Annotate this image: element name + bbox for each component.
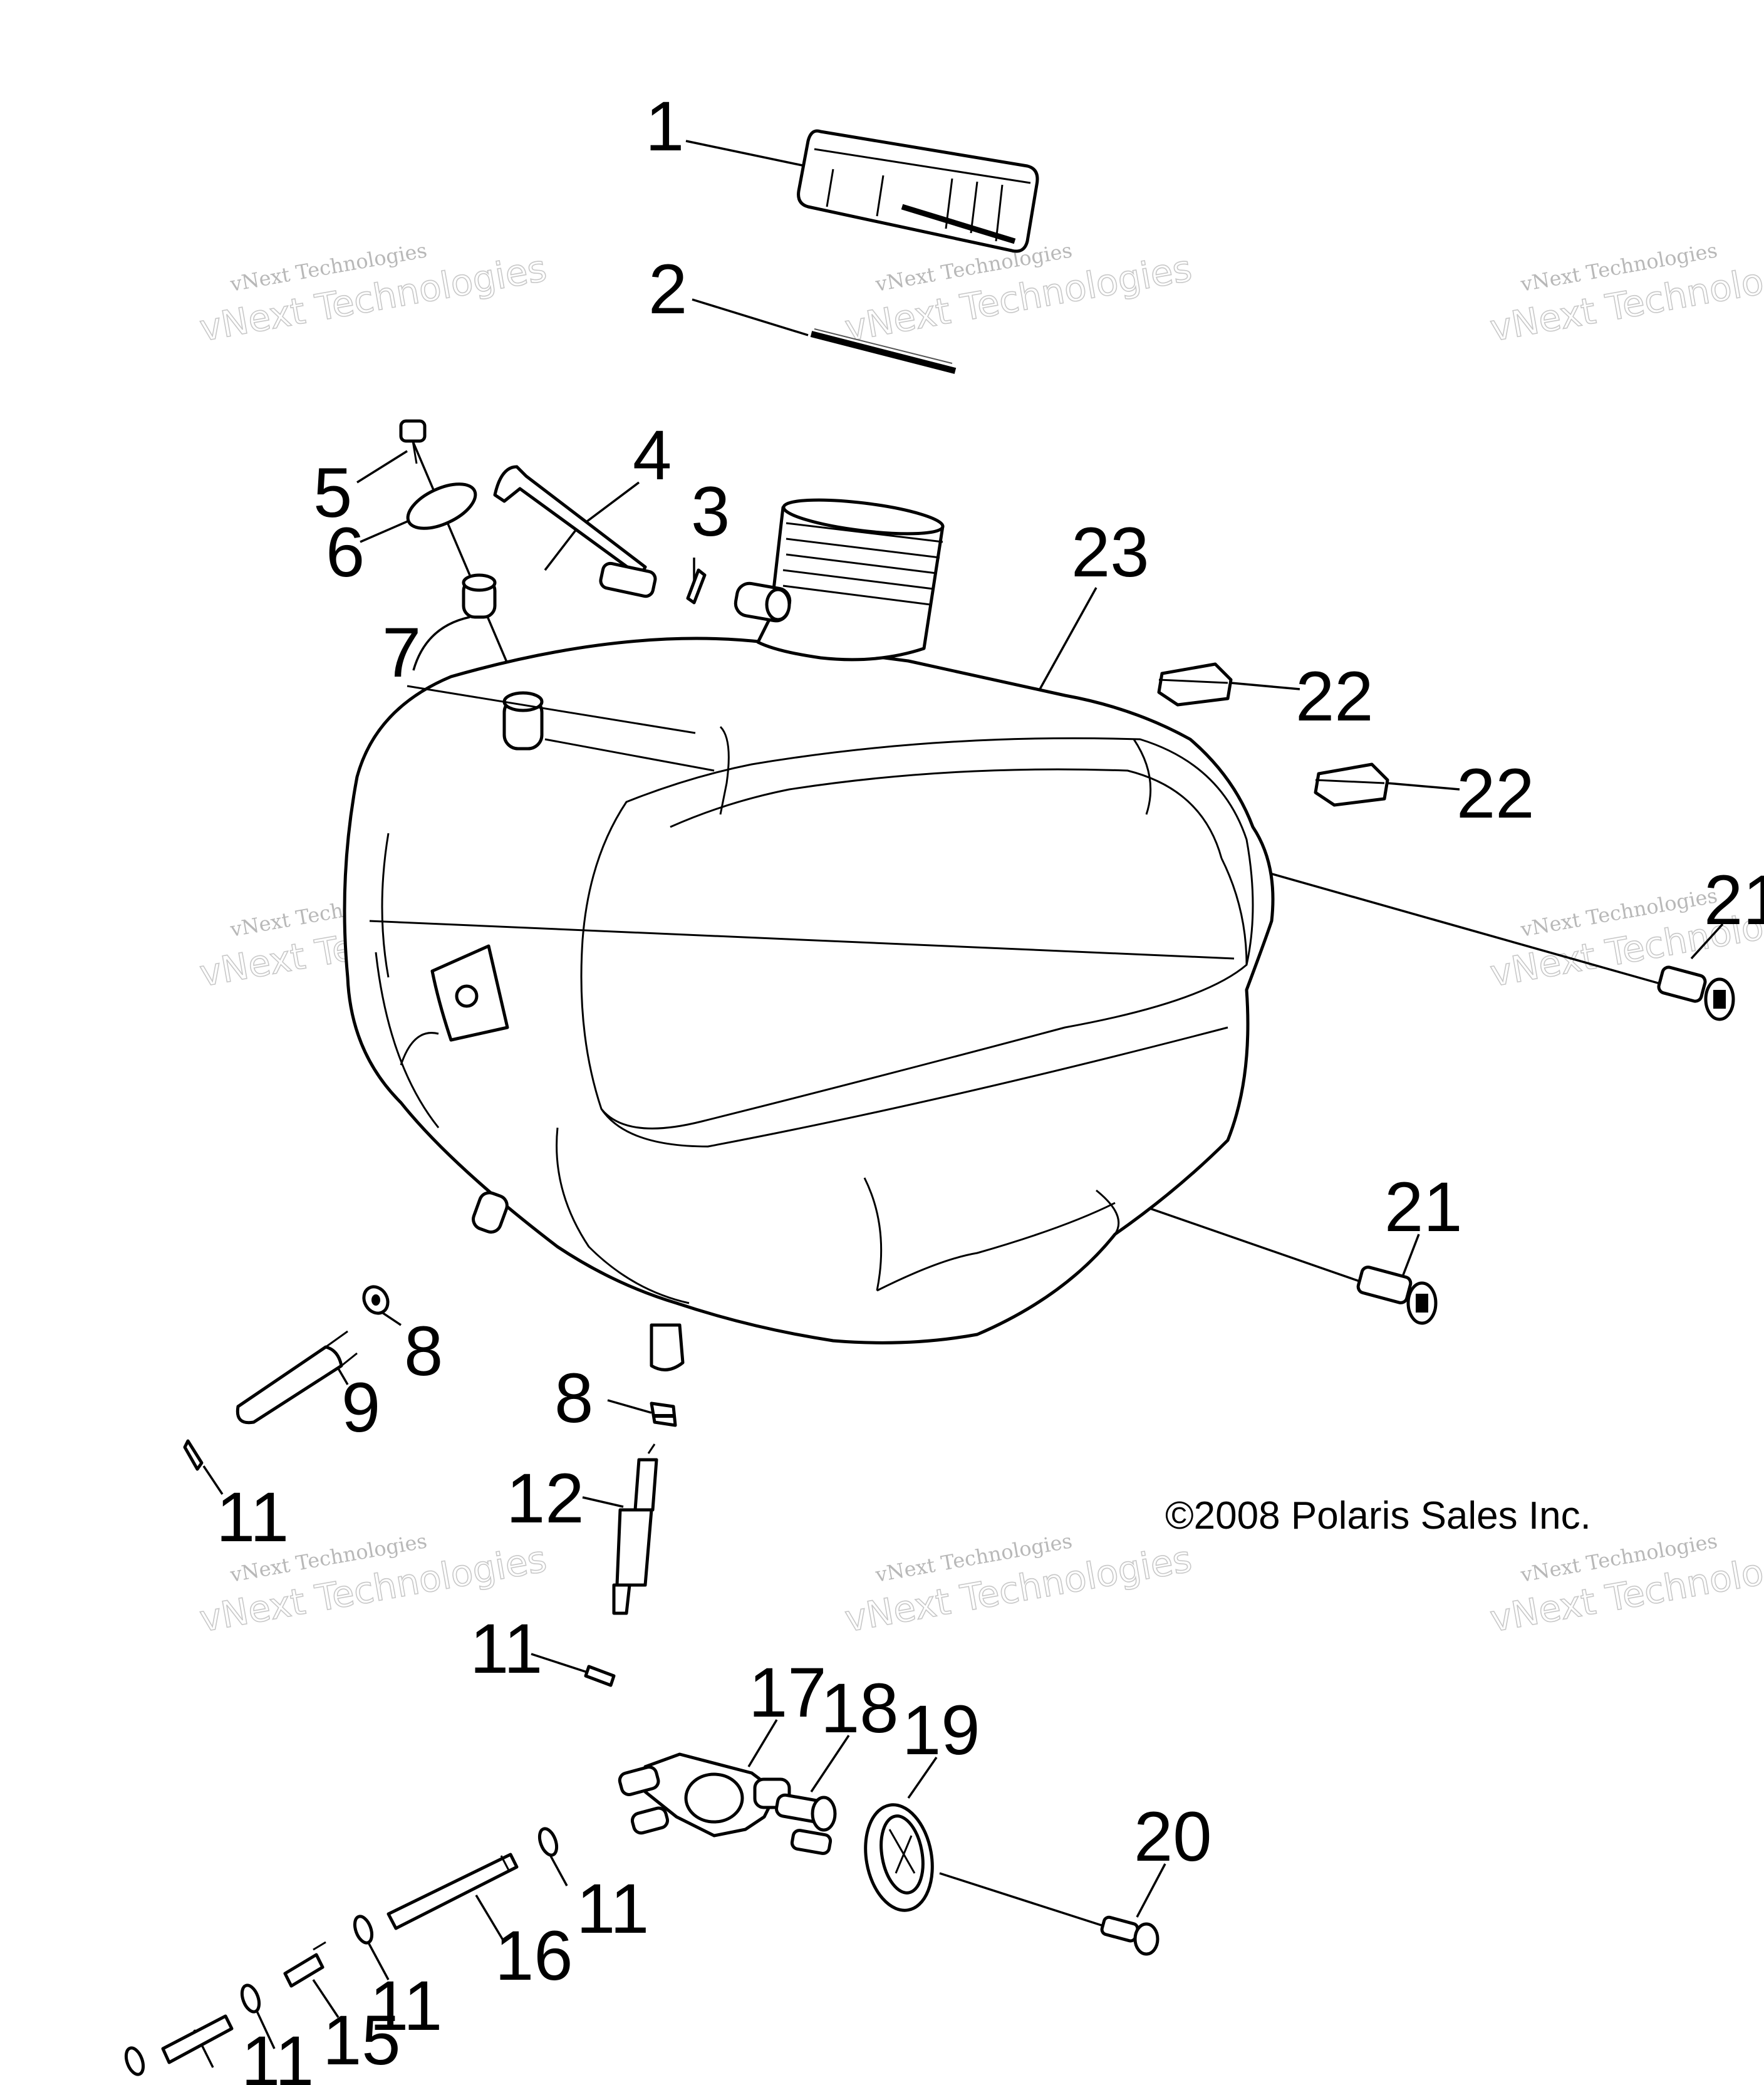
callout-2: 2 (648, 250, 687, 328)
leader-8b (607, 1399, 652, 1414)
callout-11e: 11 (241, 2022, 314, 2085)
callout-3: 3 (691, 472, 730, 551)
part-11a-clamp (183, 1439, 204, 1471)
callout-22a: 22 (1295, 657, 1374, 736)
part-8a-nut (362, 1285, 390, 1315)
callout-18: 18 (821, 1669, 899, 1747)
part-9-fitting (236, 1330, 358, 1425)
callout-12: 12 (506, 1459, 584, 1537)
part-18-valve-stem (775, 1793, 837, 1855)
parts (124, 129, 1735, 2076)
leader-19 (907, 1757, 938, 1799)
part-11b-clamp (584, 1665, 616, 1687)
part-22-pad-a (1157, 662, 1233, 707)
leader-11e (256, 2010, 276, 2049)
callout-8b: 8 (554, 1359, 593, 1437)
leader-16 (475, 1895, 506, 1943)
callout-labels: 1 2 3 4 5 6 7 8 8 9 11 11 11 11 11 12 15… (216, 87, 1764, 2085)
part-3-clip (686, 568, 707, 605)
part-2-gasket (810, 328, 957, 374)
part-15-fitting (283, 1941, 326, 1988)
callout-5: 5 (313, 454, 352, 532)
callout-20: 20 (1134, 1797, 1212, 1876)
callout-17: 17 (749, 1653, 827, 1732)
leader-21b (1402, 1234, 1420, 1276)
part-23-fuel-tank (343, 498, 1275, 1371)
part-17-fuel-valve (618, 1752, 791, 1838)
leader-11c (547, 1851, 568, 1886)
leader-21a-axis (1227, 860, 1661, 985)
part-4-vent-tube (493, 465, 657, 598)
leader-23 (1039, 587, 1097, 690)
watermark: vNext Technologies vNext Technologies (1486, 238, 1764, 350)
leader-21a (1690, 923, 1724, 960)
leader-20 (1136, 1863, 1166, 1918)
leader-11d (365, 1938, 390, 1980)
callout-11b: 11 (470, 1609, 542, 1688)
leader-22a (1230, 682, 1300, 690)
callout-4: 4 (633, 416, 672, 494)
callout-16: 16 (495, 1916, 573, 1995)
watermark: vNext Technologies vNext Technologies (196, 238, 550, 350)
callout-11c: 11 (576, 1869, 649, 1948)
copyright-notice: ©2008 Polaris Sales Inc. (1165, 1494, 1591, 1537)
callout-11a: 11 (216, 1478, 289, 1556)
callout-23: 23 (1071, 513, 1149, 591)
leader-1 (685, 140, 815, 169)
leader-7 (412, 616, 470, 671)
callout-6: 6 (326, 513, 365, 591)
part-19-valve-knob (864, 1803, 934, 1912)
part-1-fuel-cap (797, 129, 1039, 253)
part-6-washer (406, 482, 477, 530)
leader-12 (582, 1496, 624, 1508)
leader-11a (202, 1465, 224, 1495)
callout-8a: 8 (404, 1312, 443, 1390)
leader-11b (531, 1653, 589, 1674)
callout-21a: 21 (1704, 861, 1764, 939)
part-lower-left-hose (124, 2014, 234, 2076)
leader-22b (1387, 782, 1460, 791)
callout-21b: 21 (1384, 1168, 1463, 1246)
leader-18 (810, 1735, 850, 1792)
part-7-grommet (462, 573, 497, 619)
leader-17 (747, 1719, 778, 1767)
callout-1: 1 (645, 87, 684, 165)
part-11c-clamp (537, 1827, 559, 1857)
part-12-hose-barb (612, 1443, 658, 1615)
callout-9: 9 (341, 1368, 380, 1447)
part-16-fuel-line (387, 1853, 519, 1930)
leader-19-20-axis (939, 1872, 1116, 1931)
part-21-bolt-b (1356, 1266, 1438, 1325)
callout-19: 19 (902, 1691, 980, 1769)
part-5-screw (399, 419, 427, 464)
callout-15: 15 (323, 2001, 401, 2079)
part-8b-nut (650, 1401, 677, 1427)
leader-2 (692, 298, 809, 336)
callout-11d: 11 (370, 1967, 442, 2045)
leader-5 (356, 450, 408, 484)
leader-15 (312, 1979, 340, 2018)
callout-22b: 22 (1456, 754, 1535, 833)
part-11e-clamp (240, 1984, 261, 2014)
part-11d-clamp (353, 1915, 374, 1945)
part-22-pad-b (1314, 762, 1389, 807)
part-20-screw (1100, 1915, 1160, 1956)
callout-7: 7 (382, 613, 421, 692)
part-21-bolt-a (1657, 965, 1735, 1021)
watermark: vNext Technologies vNext Technologies (841, 1529, 1195, 1641)
